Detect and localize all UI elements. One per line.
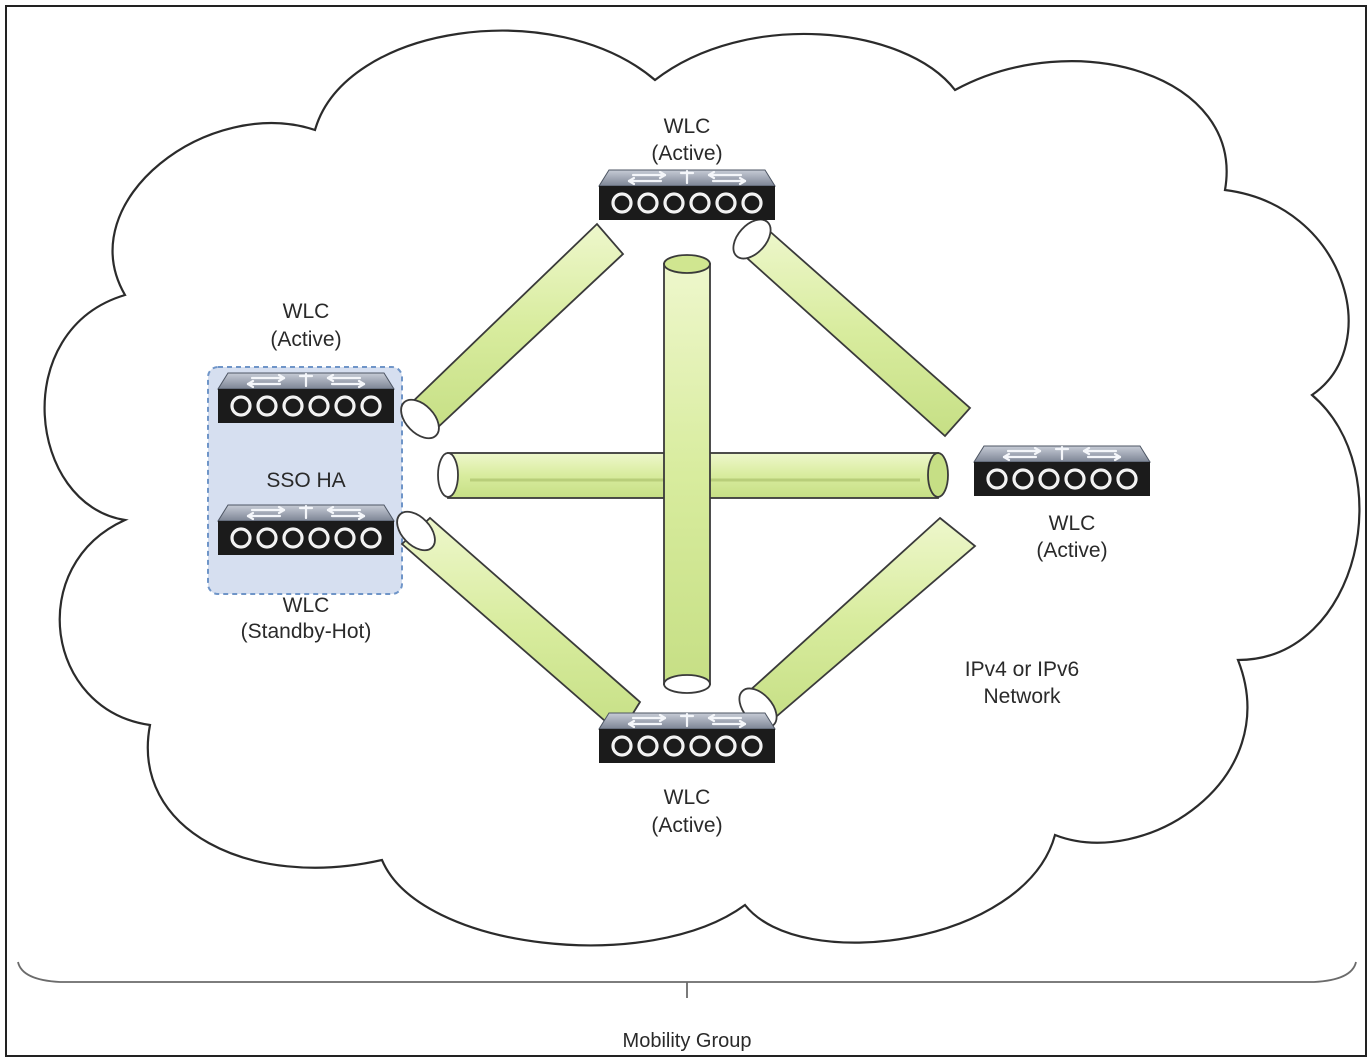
network-label-line2: Network — [983, 685, 1061, 708]
wlc-top-state: (Active) — [651, 142, 722, 165]
wlc-right-icon — [972, 444, 1152, 498]
sso-ha-label: SSO HA — [266, 469, 345, 492]
wlc-bottom-name: WLC — [664, 786, 711, 809]
wlc-left-secondary-state: (Standby-Hot) — [241, 620, 372, 643]
tunnel-top-to-right — [732, 218, 972, 438]
wlc-left-primary-icon — [216, 371, 396, 425]
tunnel-top-to-bottom — [663, 254, 711, 694]
wlc-right-state: (Active) — [1036, 539, 1107, 562]
network-label-line1: IPv4 or IPv6 — [965, 658, 1079, 681]
mobility-group-label: Mobility Group — [623, 1030, 752, 1052]
wlc-bottom-state: (Active) — [651, 814, 722, 837]
wlc-top-icon — [597, 168, 777, 222]
tunnel-ha-to-bottom — [396, 510, 642, 736]
wlc-bottom-icon — [597, 711, 777, 765]
wlc-left-secondary-icon — [216, 503, 396, 557]
wlc-right-name: WLC — [1049, 512, 1096, 535]
tunnel-ha-to-top — [400, 222, 625, 440]
mobility-group-brace — [17, 961, 1357, 998]
wlc-top-name: WLC — [664, 115, 711, 138]
wlc-left-primary-state: (Active) — [270, 328, 341, 351]
wlc-left-primary-name: WLC — [283, 300, 330, 323]
wlc-left-secondary-name: WLC — [283, 594, 330, 617]
